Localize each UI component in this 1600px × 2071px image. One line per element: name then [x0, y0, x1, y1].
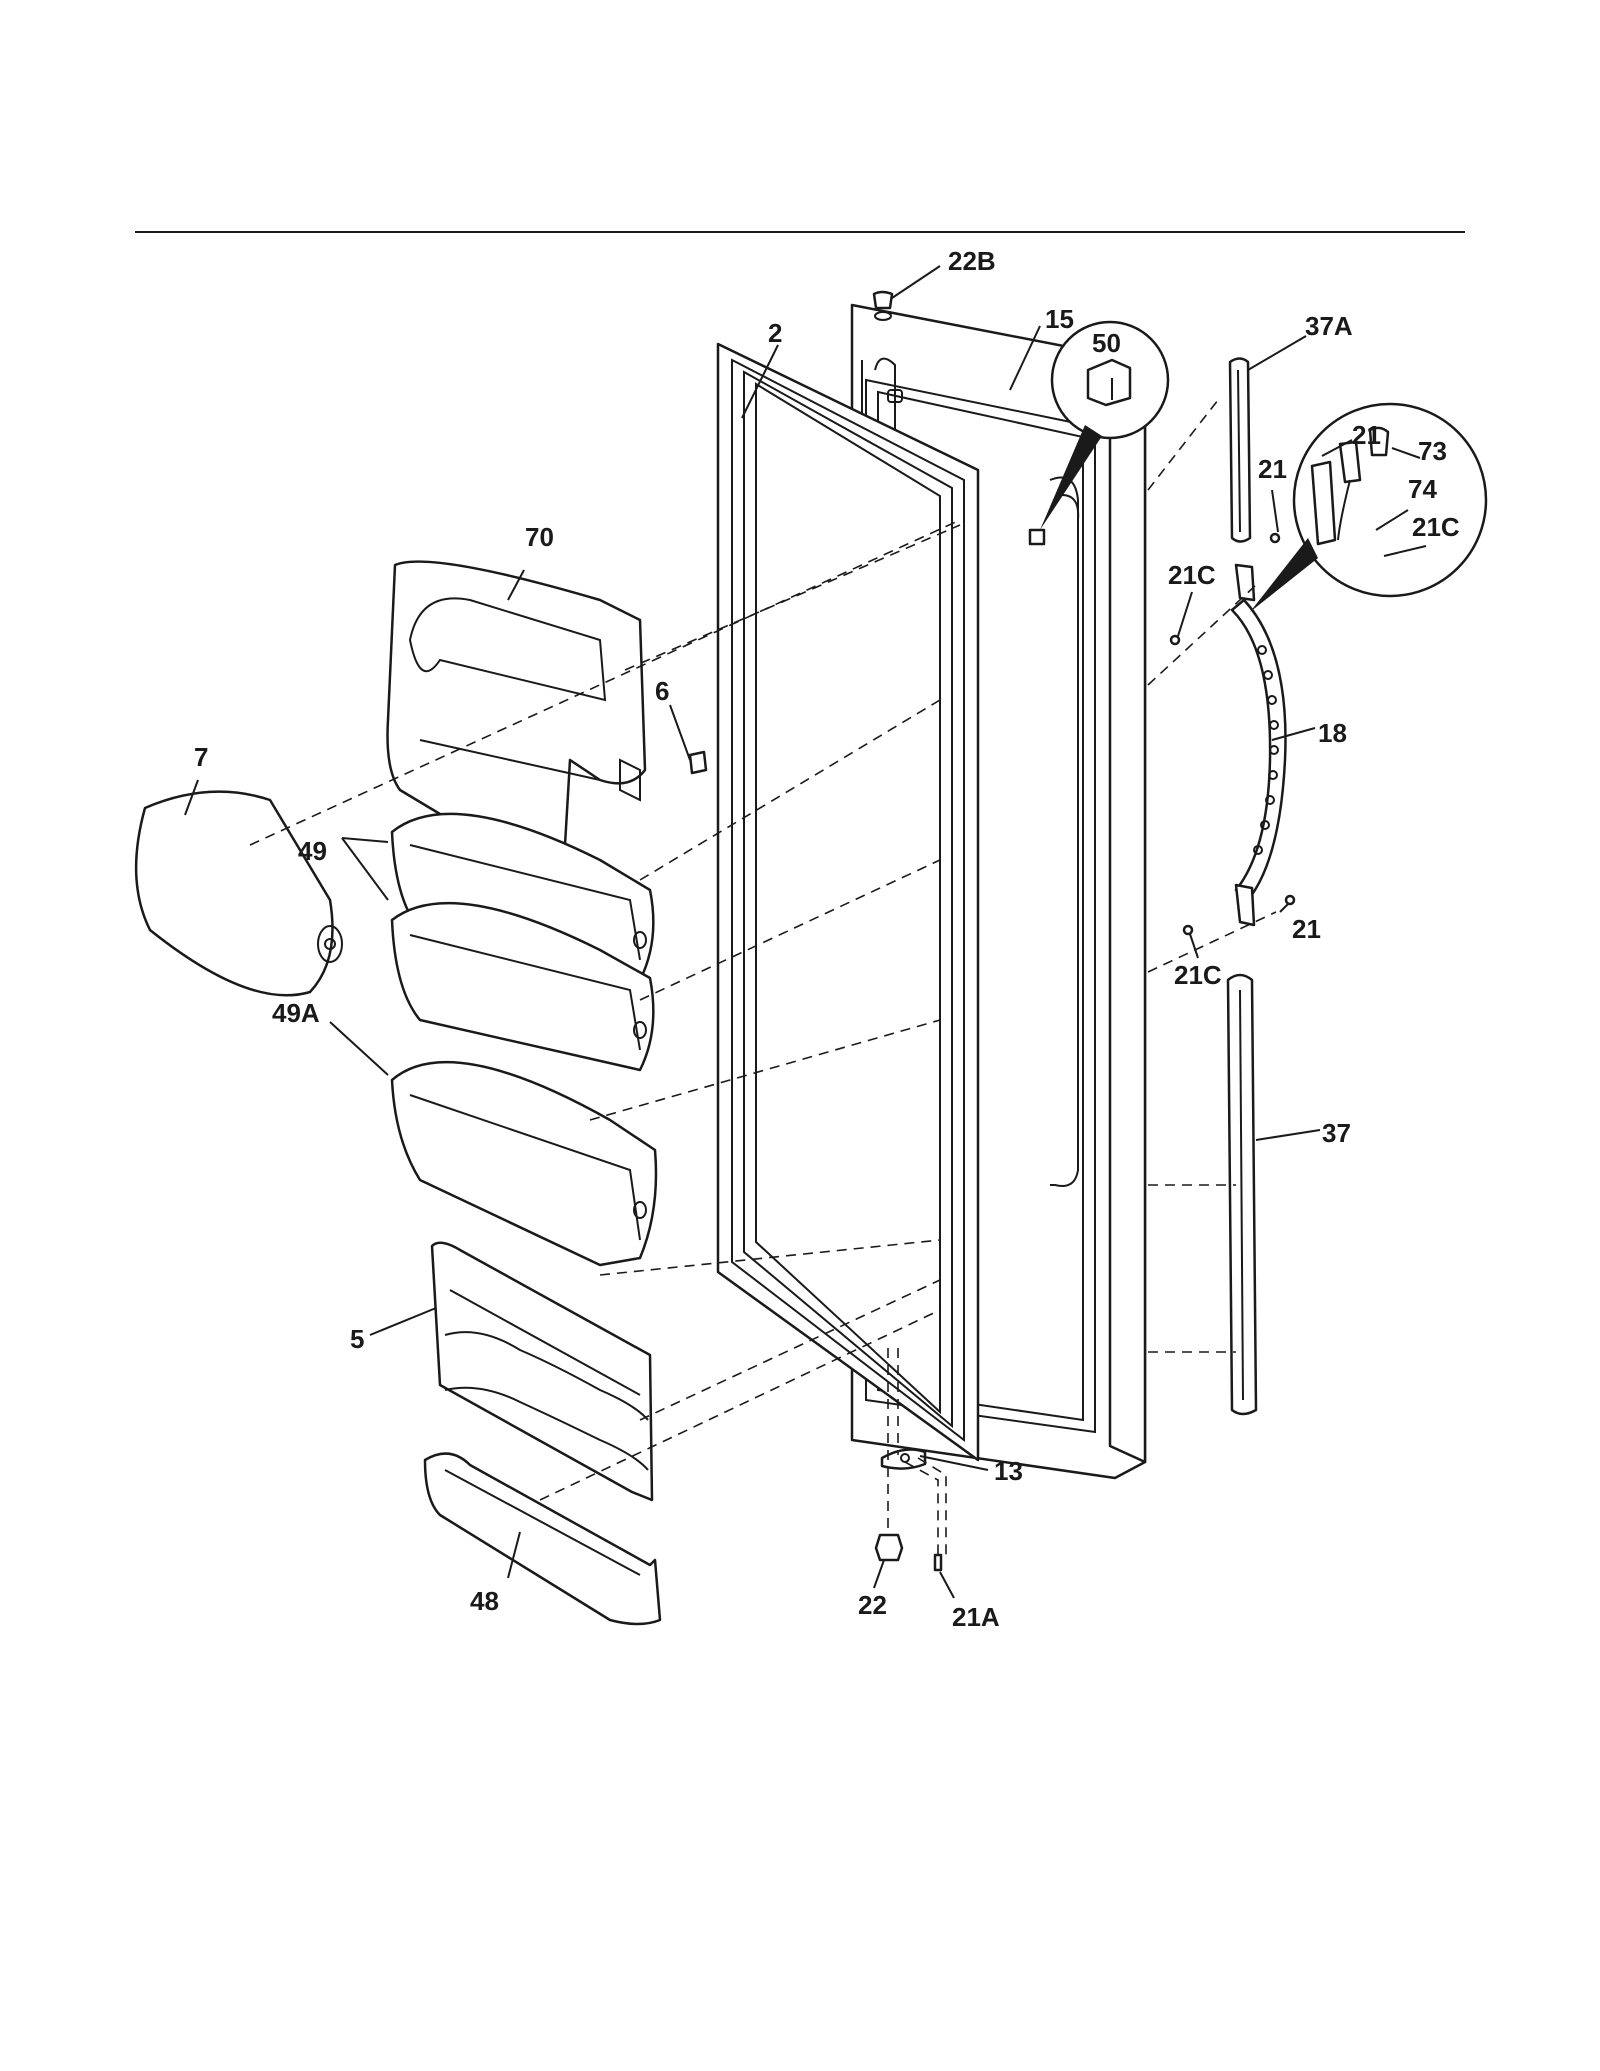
- door-bin-large: [390, 1060, 658, 1267]
- handle-trim-upper: [1228, 357, 1252, 543]
- callout-21-lower: 21: [1292, 914, 1321, 944]
- clip-50-on-door: [1028, 528, 1046, 546]
- dairy-compartment: [386, 560, 647, 856]
- callout-21a: 21A: [952, 1602, 1000, 1632]
- callout-21c-inset: 21C: [1412, 512, 1460, 542]
- callout-49a: 49A: [272, 998, 320, 1028]
- detail-50-pointer-wedge: [1040, 425, 1102, 530]
- callout-49: 49: [298, 836, 327, 866]
- callout-74: 74: [1408, 474, 1437, 504]
- handle-screws: [1169, 532, 1296, 936]
- detail-inset-50: [1050, 320, 1170, 440]
- screw-21a: [933, 1553, 943, 1572]
- plug-22b: [872, 290, 894, 321]
- callout-21c-lower: 21C: [1174, 960, 1222, 990]
- hinge-bushing-22: [874, 1533, 904, 1562]
- detail-pointer-wedge: [1250, 538, 1318, 612]
- callout-22b: 22B: [948, 246, 996, 276]
- callout-2: 2: [768, 318, 782, 348]
- wine-rack: [430, 1241, 654, 1502]
- leader-lines: [184, 265, 1427, 1599]
- callout-21-inset-left: 21: [1258, 454, 1287, 484]
- door-bin-middle: [390, 901, 655, 1072]
- callout-73: 73: [1418, 436, 1447, 466]
- bottom-hinge: [880, 1448, 927, 1470]
- callout-21-inset-top: 21: [1352, 420, 1381, 450]
- callout-15: 15: [1045, 304, 1074, 334]
- callout-6: 6: [655, 676, 669, 706]
- callout-13: 13: [994, 1456, 1023, 1486]
- callout-21c-upper: 21C: [1168, 560, 1216, 590]
- callout-37: 37: [1322, 1118, 1351, 1148]
- detail-inset-circle: [1292, 402, 1488, 598]
- clip-6: [688, 750, 708, 775]
- door-handle: [1230, 563, 1287, 927]
- callout-50: 50: [1092, 328, 1121, 358]
- callout-18: 18: [1318, 718, 1347, 748]
- callout-37a: 37A: [1305, 311, 1353, 341]
- callout-48: 48: [470, 1586, 499, 1616]
- assembly-lines: [249, 399, 1277, 1555]
- callout-70: 70: [525, 522, 554, 552]
- callout-labels: 22B 15 2 50 37A 21 73 21 74 21C 21C 70 6…: [194, 246, 1460, 1632]
- dairy-door: [134, 790, 343, 997]
- door-gasket: [716, 342, 980, 1462]
- callout-7: 7: [194, 742, 208, 772]
- bottom-bin: [423, 1452, 662, 1626]
- callout-22: 22: [858, 1590, 887, 1620]
- handle-trim-lower: [1226, 973, 1258, 1416]
- callout-5: 5: [350, 1324, 364, 1354]
